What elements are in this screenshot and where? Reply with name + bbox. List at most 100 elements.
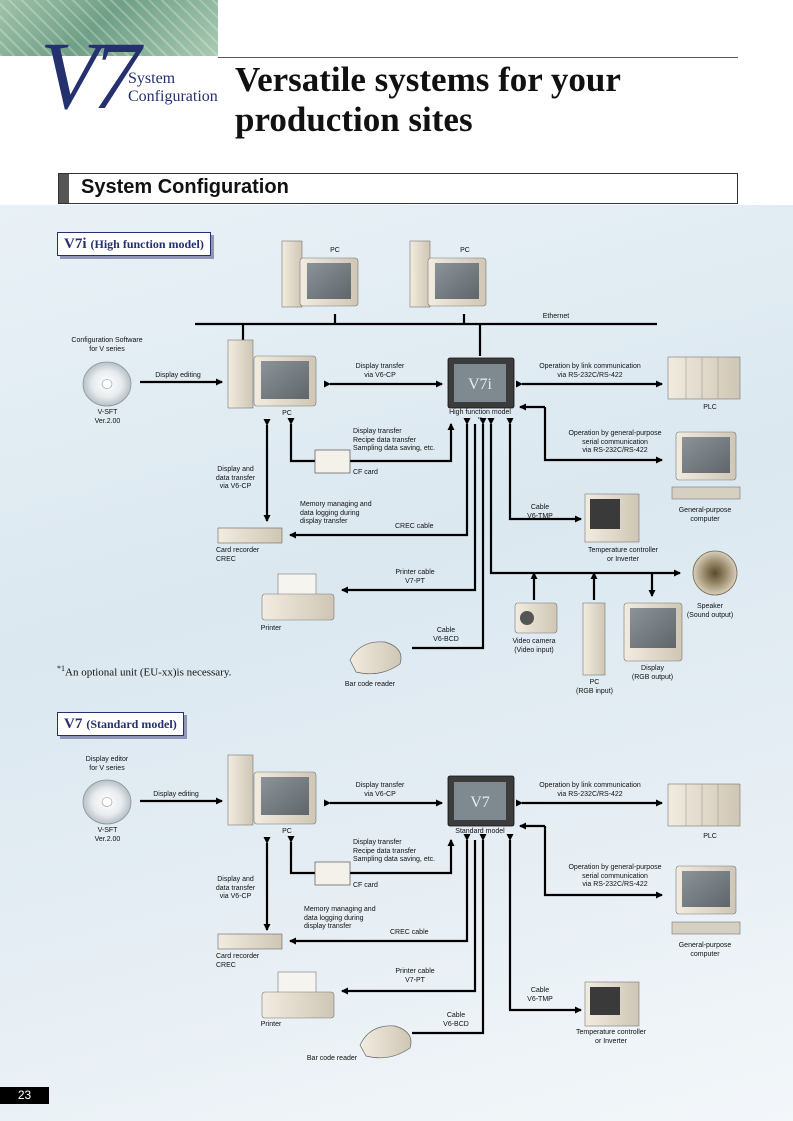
v7i-device-label: High function model *1 (440, 409, 520, 423)
v7-editor-l2: for V series (89, 764, 125, 772)
v7i-cf-card-icon (314, 449, 351, 474)
v7-card-l2: CREC (216, 961, 236, 969)
v7-arrow-barcode (412, 834, 487, 1035)
v7i-temp-l2: or Inverter (607, 555, 639, 563)
v7-cd-label: V-SFT Ver.2.00 (80, 827, 135, 844)
v7i-cf-card-label: CF card (353, 469, 378, 476)
v7i-disp-l2: (RGB output) (631, 673, 674, 681)
logo-subtitle: System Configuration (128, 70, 218, 106)
v7-device-label: Standard model (455, 828, 505, 835)
v7-gp-label: Operation by general-purpose serial comm… (560, 864, 670, 890)
label-pc2: PC (460, 247, 470, 254)
section-title: System Configuration (81, 176, 289, 198)
v7i-computer-icon (671, 431, 741, 500)
v7i-pc-cable-l1: Printer cable (395, 569, 435, 576)
v7i-speaker-l2: (Sound output) (686, 611, 734, 619)
v7-tmp-l2: V6-TMP (527, 995, 553, 1003)
v7-cf-card-icon (314, 861, 351, 886)
v7-gp-l1: Operation by general-purpose (568, 864, 662, 871)
v7-crec-cable-label: CREC cable (390, 929, 429, 936)
v7-dt-l2: via V6-CP (364, 790, 396, 798)
v7i-printer-icon (261, 573, 335, 621)
label-ethernet: Ethernet (543, 313, 570, 320)
v7i-bcd-l2: V6-BCD (433, 635, 459, 643)
decorative-circuit-image (0, 0, 218, 56)
v7i-software-label: Configuration Software for V series (62, 337, 152, 354)
v7-arrow-crec (289, 834, 471, 945)
v7i-crec-cable-label: CREC cable (395, 523, 434, 530)
v7-cf-l2: Recipe data transfer (353, 847, 417, 855)
v7i-cd-icon (82, 361, 132, 407)
v7-plc-icon (667, 783, 741, 827)
v7-temp-label: Temperature controller or Inverter (566, 1029, 656, 1046)
v7i-card-l1: Card recorder (216, 547, 260, 554)
v7i-cf-label: Display transfer Recipe data transfer Sa… (353, 428, 435, 454)
v7-tmp-l1: Cable (530, 987, 550, 994)
v7-mem-l3: display transfer (304, 923, 352, 930)
label-pc1: PC (330, 247, 340, 254)
v7i-printer-label: Printer (260, 625, 282, 632)
v7i-temp-controller-icon (584, 493, 640, 543)
header-rule (218, 57, 738, 58)
v7-arrow-printer (341, 840, 477, 995)
v7-computer-l1: General-purpose (678, 942, 732, 949)
v7-editor-label: Display editor for V series (72, 756, 142, 773)
v7-cf-label: Display transfer Recipe data transfer Sa… (353, 839, 435, 865)
v7-computer-icon (671, 865, 741, 935)
v7-tmp-cable-label: Cable V6-TMP (522, 987, 558, 1004)
v7i-camera-icon (514, 602, 558, 634)
v7-cf-l3: Sampling data saving, etc. (353, 856, 436, 863)
v7-display-data-label: Display and data transfer via V6-CP (208, 876, 263, 902)
v7i-computer-l2: computer (690, 515, 720, 523)
v7-card-recorder-label: Card recorder CREC (216, 953, 259, 970)
v7i-disp-l1: Display (641, 665, 664, 672)
v7i-barcode-label: Bar code reader (344, 681, 396, 688)
v7i-model-desc: (High function model) (90, 237, 204, 251)
v7-dd-l3: via V6-CP (219, 893, 252, 900)
v7i-link-l1: Operation by link communication (539, 363, 641, 370)
v7i-computer-label: General-purpose computer (670, 507, 740, 524)
v7-cd-l2: Ver.2.00 (94, 835, 121, 843)
v7i-display-editing-label: Display editing (155, 372, 201, 379)
v7i-printer-cable-label: Printer cable V7-PT (385, 569, 445, 586)
v7-temp-controller-icon (584, 981, 640, 1027)
v7-gp-l3: via RS-232C/RS-422 (582, 881, 648, 888)
v7i-dt-l2: via V6-CP (364, 371, 396, 379)
v7-arrow-cf-to-pc (287, 836, 315, 875)
v7i-display-icon (623, 602, 683, 662)
v7-dd-l1: Display and (217, 876, 254, 883)
v7-bcd-cable-label: Cable V6-BCD (438, 1012, 474, 1029)
headline-line2: production sites (235, 100, 473, 139)
v7-pc-cable-l2: V7-PT (405, 976, 425, 984)
section-heading: System Configuration (58, 173, 738, 204)
pc2-icon (409, 240, 487, 308)
arrow-temp (506, 418, 582, 523)
v7-link-l2: via RS-232C/RS-422 (557, 790, 623, 798)
v7i-gp-l2: serial communication (582, 438, 648, 446)
v7i-speaker-label: Speaker (Sound output) (680, 603, 740, 620)
v7i-display-data-label: Display and data transfer via V6-CP (208, 466, 263, 492)
v7-display-editing-label: Display editing (153, 791, 199, 798)
page-headline: Versatile systems for your production si… (235, 60, 621, 140)
page-number: 23 (0, 1087, 49, 1104)
arrow-cf-to-pc (287, 418, 315, 463)
v7-pc-cable-l1: Printer cable (395, 968, 435, 975)
v7i-camera-l2: (Video input) (514, 646, 554, 654)
v7i-device-note: *1 (477, 416, 483, 423)
v7i-plc-label: PLC (703, 404, 717, 411)
v7-plc-label: PLC (703, 833, 717, 840)
v7i-pc-rgb-icon (582, 602, 606, 676)
v7i-pcrgb-l1: PC (589, 679, 600, 686)
v7-link-l1: Operation by link communication (539, 782, 641, 789)
v7i-display-out-label: Display (RGB output) (625, 665, 680, 682)
v7-link-label: Operation by link communication via RS-2… (525, 782, 655, 799)
v7i-screen-text: V7i (468, 376, 493, 393)
v7-barcode-label: Bar code reader (306, 1055, 358, 1062)
v7-barcode-reader-icon (359, 1025, 412, 1059)
v7-computer-l2: computer (690, 950, 720, 958)
v7-printer-icon (261, 971, 335, 1019)
v7i-display-transfer-label: Display transfer via V6-CP (345, 363, 415, 380)
logo-subtitle-line1: System (128, 70, 176, 87)
v7i-mem-l1: Memory managing and (300, 501, 372, 508)
